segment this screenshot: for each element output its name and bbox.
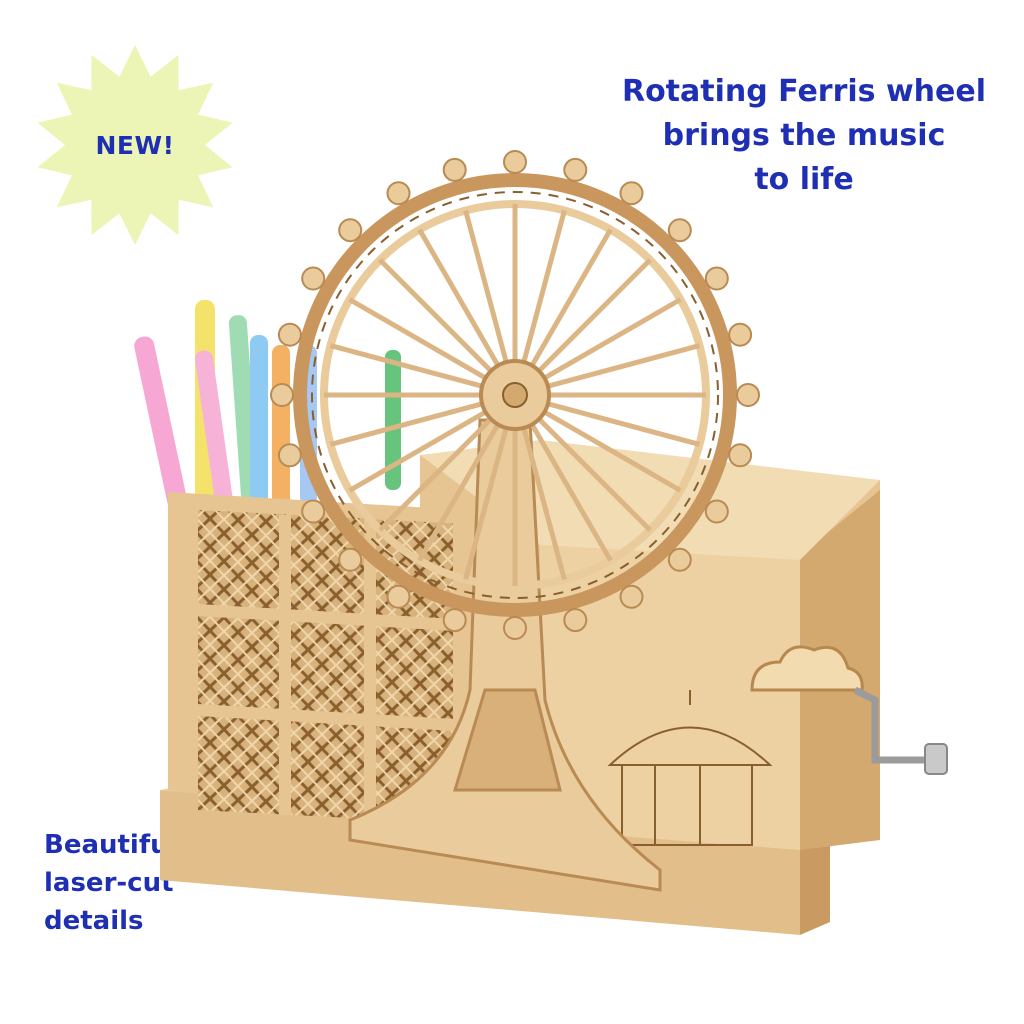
ferris-wheel-icon	[270, 150, 760, 640]
caption-line: laser-cut	[44, 868, 174, 898]
new-badge: NEW!	[30, 40, 240, 250]
caption-line: Rotating Ferris wheel	[621, 74, 987, 109]
wheel-stand	[348, 418, 662, 892]
caption-line: brings the music	[662, 118, 946, 153]
ferris-wheel-caption: Rotating Ferris wheel brings the music t…	[606, 70, 1002, 202]
laser-cut-caption: Beautiful laser-cut details	[44, 826, 244, 940]
caption-line: Beautiful	[44, 830, 178, 860]
starburst-icon	[37, 45, 233, 245]
caption-line: to life	[754, 162, 854, 197]
gazebo-engraving-icon	[607, 690, 773, 846]
caption-line: details	[44, 906, 144, 936]
badge-label: NEW!	[95, 130, 175, 160]
cloud-icon	[750, 645, 864, 692]
gel-pens	[134, 300, 401, 510]
crank-icon	[853, 686, 935, 764]
